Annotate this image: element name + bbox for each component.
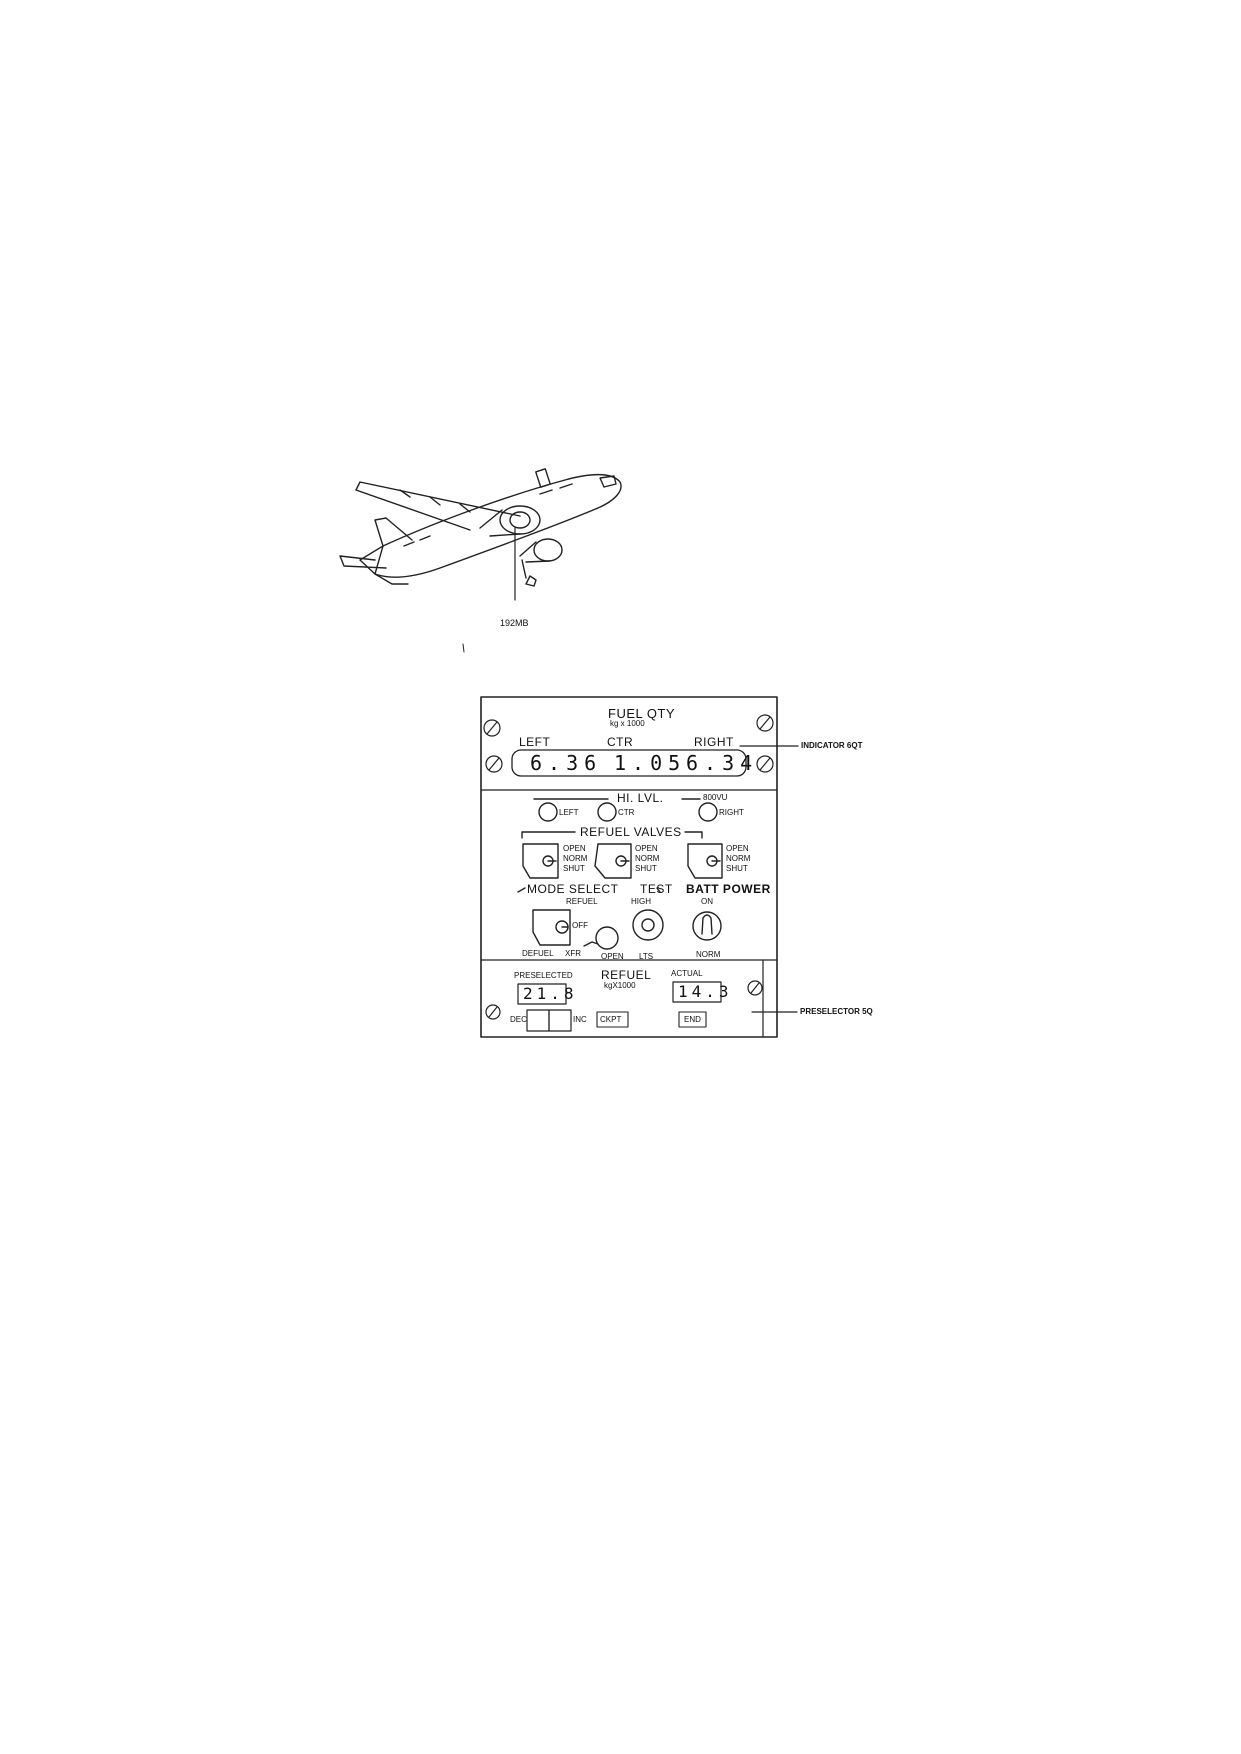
tank-label-left: LEFT — [519, 735, 551, 749]
valve1-shut: SHUT — [563, 864, 585, 873]
aircraft-callout-label: 192MB — [500, 618, 529, 628]
hi-lvl-ctr-light — [597, 802, 617, 822]
test-high-label: HIGH — [631, 897, 651, 906]
ckpt-label: CKPT — [600, 1015, 622, 1024]
mode-defuel-label: DEFUEL — [522, 949, 554, 958]
mode-off-label: OFF — [572, 921, 588, 930]
valve2-shut: SHUT — [635, 864, 657, 873]
hi-lvl-label-ctr: CTR — [618, 808, 635, 817]
preselector-unit: kgX1000 — [604, 981, 636, 990]
batt-power-toggle — [692, 911, 722, 941]
refuel-valves-title: REFUEL VALVES — [580, 825, 682, 839]
indicator-callout: INDICATOR 6QT — [801, 741, 863, 750]
hi-lvl-label-right: RIGHT — [719, 808, 744, 817]
valve-switches — [522, 843, 723, 879]
batt-power-title: BATT POWER — [686, 882, 771, 896]
test-open-label: OPEN — [601, 952, 624, 961]
hi-lvl-zone: 800VU — [703, 793, 728, 802]
actual-value: 14.3 — [678, 982, 733, 1001]
panel-frame — [480, 696, 778, 1038]
preselector-title: REFUEL — [601, 968, 652, 982]
end-label: END — [684, 1015, 701, 1024]
mode-select-switch — [532, 909, 571, 946]
preselector-callout: PRESELECTOR 5Q — [800, 1007, 873, 1016]
valve2-norm: NORM — [635, 854, 660, 863]
tank-value-left: 6.36 — [530, 751, 603, 775]
fuel-qty-unit: kg x 1000 — [610, 719, 645, 728]
inc-button — [548, 1009, 572, 1032]
preselected-display — [517, 983, 567, 1005]
hi-lvl-left-light — [538, 802, 558, 822]
tank-value-right: 6.34 — [686, 751, 759, 775]
tank-label-right: RIGHT — [694, 735, 734, 749]
inc-label: INC — [573, 1015, 587, 1024]
end-box — [678, 1011, 707, 1028]
test-title: TEST — [640, 882, 673, 896]
mode-refuel-label: REFUEL — [566, 897, 598, 906]
valve3-open: OPEN — [726, 844, 749, 853]
tank-label-ctr: CTR — [607, 735, 634, 749]
hi-lvl-title: HI. LVL. — [617, 791, 664, 805]
actual-display — [672, 981, 722, 1003]
valve3-norm: NORM — [726, 854, 751, 863]
dec-label: DEC — [510, 1015, 527, 1024]
dec-button — [526, 1009, 550, 1032]
batt-norm-label: NORM — [696, 950, 721, 959]
aircraft-drawing — [339, 468, 622, 601]
valve1-norm: NORM — [563, 854, 588, 863]
fuel-qty-title: FUEL QTY — [608, 706, 676, 721]
ckpt-box — [596, 1011, 629, 1028]
batt-on-label: ON — [701, 897, 713, 906]
fuel-qty-display — [511, 749, 747, 777]
valve1-open: OPEN — [563, 844, 586, 853]
actual-label: ACTUAL — [671, 969, 703, 978]
hi-lvl-right-light — [698, 802, 718, 822]
tank-value-ctr: 1.05 — [614, 751, 687, 775]
test-lts-label: LTS — [639, 952, 654, 961]
test-lts-button — [632, 909, 664, 941]
test-open-light — [595, 926, 619, 950]
valve3-shut: SHUT — [726, 864, 748, 873]
mode-xfr-label: XFR — [565, 949, 581, 958]
panel-screws — [483, 714, 774, 1020]
preselected-label: PRESELECTED — [514, 971, 573, 980]
preselected-value: 21.8 — [523, 984, 578, 1003]
hi-lvl-label-left: LEFT — [559, 808, 579, 817]
mode-select-title: MODE SELECT — [527, 882, 619, 896]
valve2-open: OPEN — [635, 844, 658, 853]
